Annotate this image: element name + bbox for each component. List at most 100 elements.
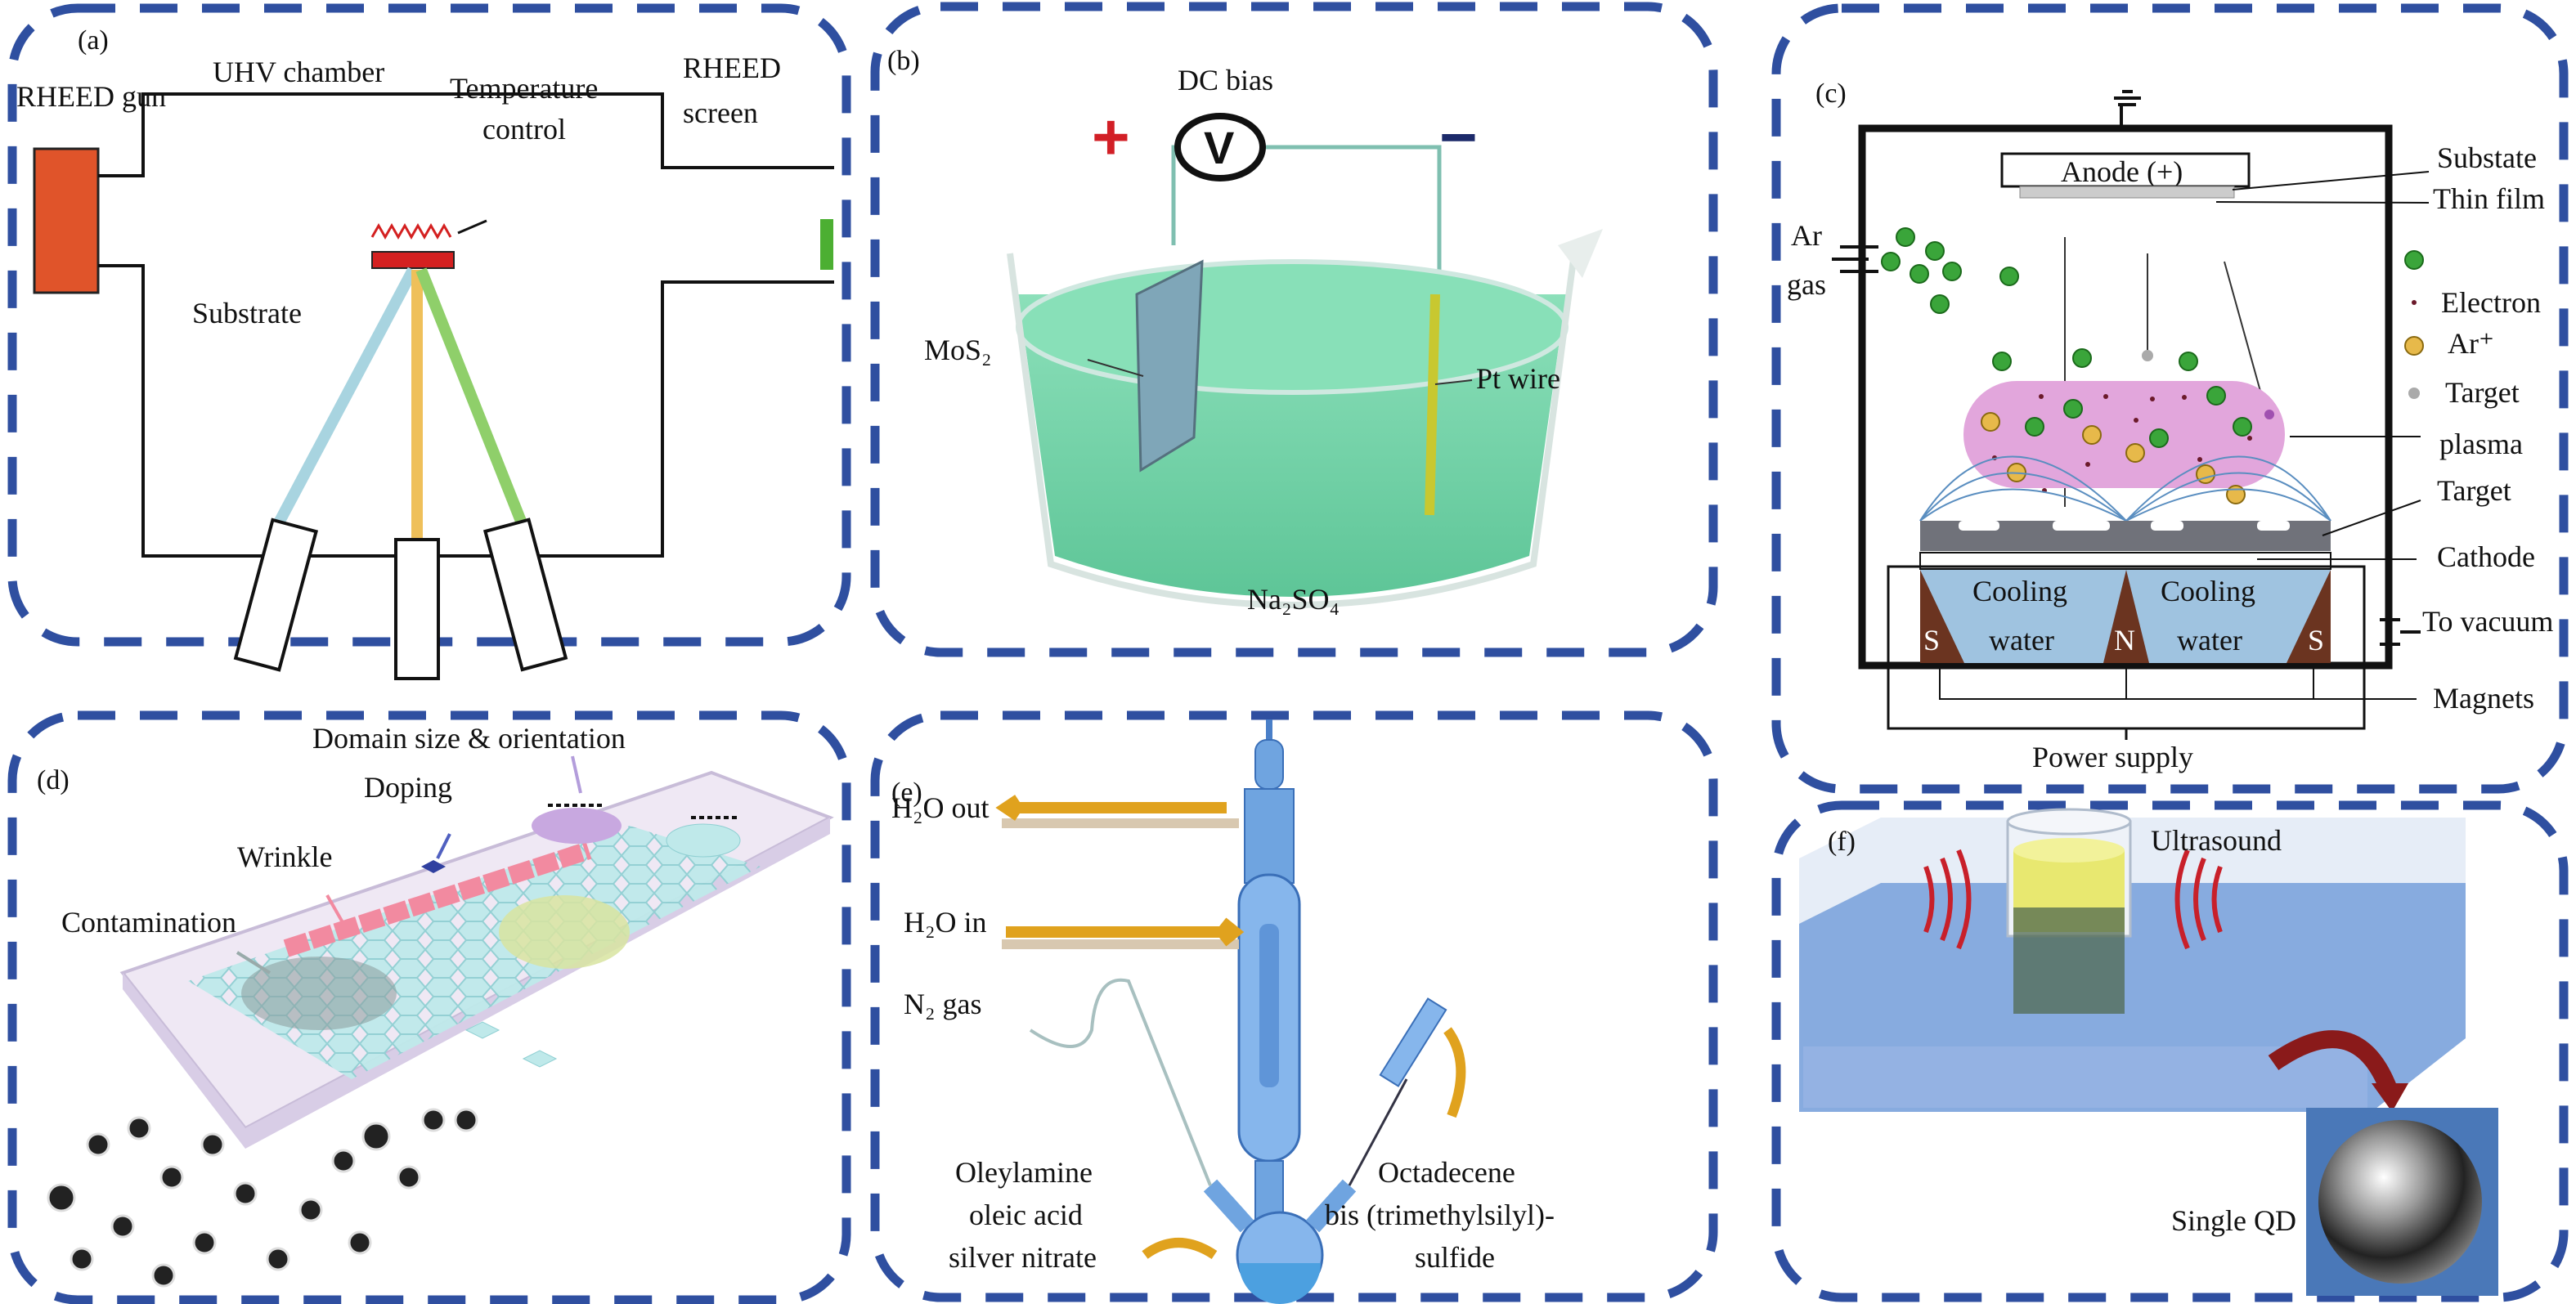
legend-target: Target [2445, 376, 2520, 409]
beaker-rim [2006, 808, 2132, 836]
temperature-label: Temperature [450, 72, 598, 105]
magnet-leaders [1939, 663, 2417, 700]
right-reagent-line2: bis (trimethylsilyl)- [1325, 1199, 1555, 1231]
precursor-molecules [47, 1108, 478, 1288]
n2-line [1029, 978, 1212, 1186]
panel-b-tag: (b) [887, 46, 920, 76]
panel-f-frame [1771, 800, 2569, 1302]
hex-flake [522, 1050, 558, 1068]
magnets-label: Magnets [2433, 682, 2534, 715]
beaker-spout [1558, 229, 1603, 278]
beaker-wall [1007, 253, 1577, 608]
zoom-arrow [2268, 1030, 2397, 1091]
legend-ar-ion: Ar⁺ [2448, 327, 2494, 360]
contamination-patch [241, 957, 397, 1030]
panel-f-tag: (f) [1828, 827, 1856, 857]
magnetic-field-lines [1919, 455, 2331, 522]
domain-label: Domain size & orientation [312, 722, 626, 755]
panel-e-hot-injection: (e) H₂O out H₂O in N₂ gas Oleylamine ole… [870, 710, 1718, 1304]
cooling-right-label: Cooling [2161, 575, 2255, 607]
ground-symbol [2114, 90, 2141, 128]
mos2-leader [1087, 359, 1144, 377]
left-reagent-line1: Oleylamine [955, 1156, 1093, 1189]
right-reagent-line3: sulfide [1415, 1241, 1495, 1274]
cooling-left-label: Cooling [1972, 575, 2067, 607]
ultrasound-waves-right [2174, 849, 2223, 950]
cathode [1919, 552, 2331, 570]
effusion-cell-left [233, 518, 319, 672]
left-reagent-line2: oleic acid [969, 1199, 1083, 1231]
heater-arrow [457, 219, 487, 235]
water-left-label: water [1989, 624, 2054, 656]
sample-submerged [2013, 907, 2125, 1014]
injection-arrow [1443, 1027, 1466, 1118]
rheed-gun-label: RHEED gun [16, 80, 166, 113]
magnet-s-right: S [2308, 624, 2324, 656]
legend-electron-marker [2412, 300, 2417, 305]
power-supply-label: Power supply [2032, 741, 2193, 773]
negative-sign: − [1439, 101, 1478, 173]
contamination-arrow [236, 951, 272, 975]
control-label: control [482, 113, 566, 146]
legend-argon-marker [2404, 250, 2424, 270]
orientation-marks [548, 804, 740, 819]
panel-c-frame [1771, 3, 2569, 794]
water-hoses [1002, 818, 1239, 949]
beam-left [271, 267, 419, 531]
gas-label: gas [1787, 268, 1826, 301]
dopant-atom [421, 860, 446, 873]
panel-a-mbe: (a) RHEED gun UHV chamber Temperature co… [7, 3, 851, 680]
rheed-screen [820, 219, 833, 270]
substate-leader [2232, 171, 2430, 190]
condenser-tip [1266, 719, 1272, 740]
rheed-screen-label-1: RHEED [683, 52, 781, 84]
flask-solution [1239, 1263, 1321, 1304]
h2o-in-label: H₂O in [904, 906, 987, 939]
syringe [1379, 997, 1447, 1087]
domain-arrow [571, 755, 582, 794]
panel-c-tag: (c) [1815, 78, 1847, 109]
mos2-electrode [1135, 259, 1204, 473]
substrate-label: Substrate [192, 297, 302, 329]
beam-right [415, 267, 529, 530]
substrate [2019, 186, 2235, 199]
syringe-needle [1348, 1078, 1408, 1186]
vacuum-outlet [2380, 618, 2421, 646]
h2o-out-label: H₂O out [891, 791, 990, 824]
anode-label: Anode (+) [2061, 155, 2183, 188]
doping-arrow [436, 833, 451, 859]
plasma-label: plasma [2439, 428, 2523, 460]
wrinkle-label: Wrinkle [237, 840, 333, 873]
ultrasound-waves-left [1923, 849, 1972, 950]
flask-side-arms [1203, 1179, 1357, 1233]
pt-wire [1425, 294, 1440, 516]
to-vacuum-label: To vacuum [2422, 605, 2553, 638]
panel-d-cvd-defects: (d) Domain size & orientation Doping Wri… [7, 710, 851, 1304]
ar-label: Ar [1791, 219, 1822, 252]
gas-inlet [1832, 245, 1878, 273]
condenser-neck [1244, 788, 1295, 884]
panel-d-tag: (d) [37, 765, 70, 795]
right-reagent-line1: Octadecene [1378, 1156, 1515, 1189]
plasma [1963, 381, 2285, 488]
legend-ar-ion-marker [2404, 336, 2424, 356]
thin-film-leader [2215, 201, 2430, 204]
contamination-label: Contamination [61, 906, 236, 939]
target-atom-in-plasma [2264, 410, 2274, 419]
wires [1171, 145, 1442, 270]
effusion-cell-right [482, 518, 568, 672]
quantum-dot-sphere [2318, 1120, 2482, 1284]
legend-electron: Electron [2441, 286, 2541, 319]
h2o-out-arrow [995, 795, 1227, 821]
legend-target-marker [2408, 388, 2420, 399]
hex-flake [464, 1021, 500, 1039]
panel-f-ultrasound: (f) Ultrasound Single QD [1771, 800, 2569, 1302]
pt-wire-leader [1434, 379, 1473, 385]
rheed-gun [33, 147, 100, 294]
voltmeter-symbol: V [1204, 122, 1234, 173]
dc-bias-label: DC bias [1178, 64, 1273, 96]
small-domain [666, 823, 741, 858]
anode [2000, 152, 2251, 188]
rheed-screen-label-2: screen [683, 96, 758, 129]
